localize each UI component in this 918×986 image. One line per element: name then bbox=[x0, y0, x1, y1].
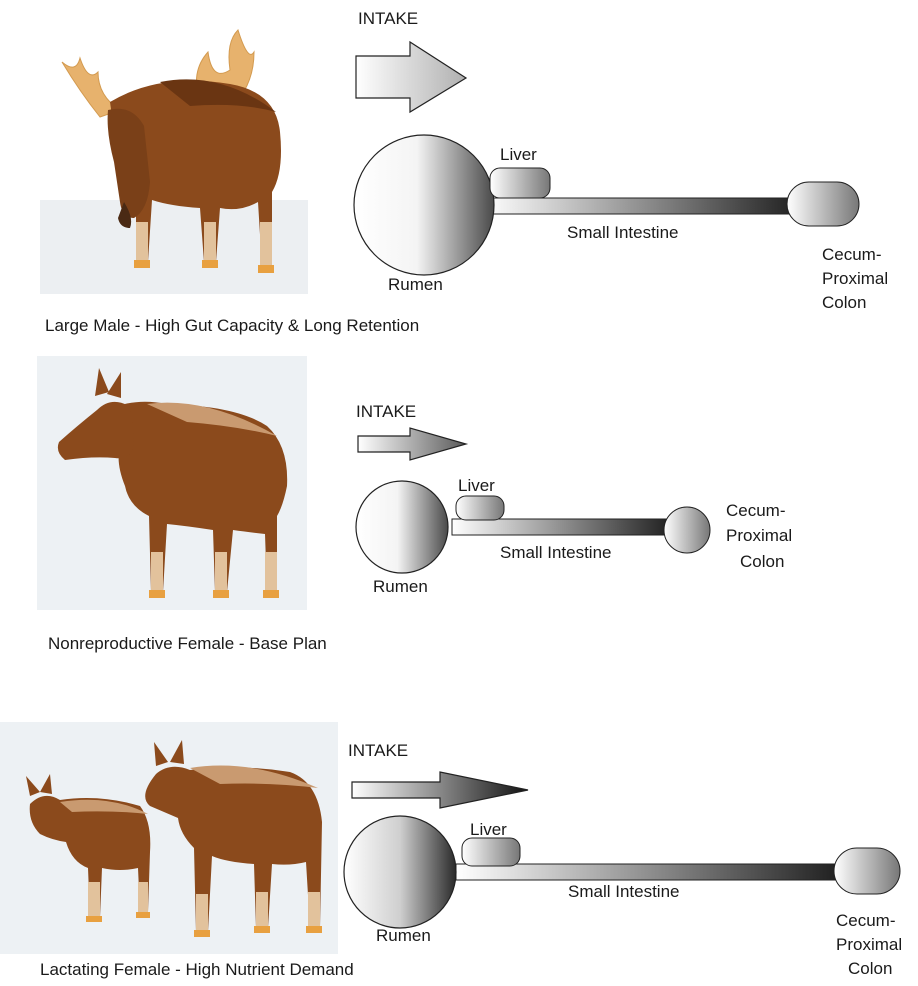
rumen-shape bbox=[344, 816, 456, 928]
cecum-shape bbox=[834, 848, 900, 894]
cecum-label-line1: Cecum- bbox=[836, 911, 896, 930]
intake-label: INTAKE bbox=[348, 741, 408, 760]
cecum-label-line2: Proximal bbox=[836, 935, 902, 954]
liver-shape bbox=[462, 838, 520, 866]
small-intestine-tube bbox=[456, 864, 840, 880]
panel-caption: Lactating Female - High Nutrient Demand bbox=[40, 960, 354, 980]
cecum-label-line3: Colon bbox=[848, 959, 892, 978]
intake-arrow bbox=[352, 772, 528, 808]
rumen-label: Rumen bbox=[376, 926, 431, 945]
small-intestine-label: Small Intestine bbox=[568, 882, 680, 901]
liver-label: Liver bbox=[470, 820, 507, 839]
